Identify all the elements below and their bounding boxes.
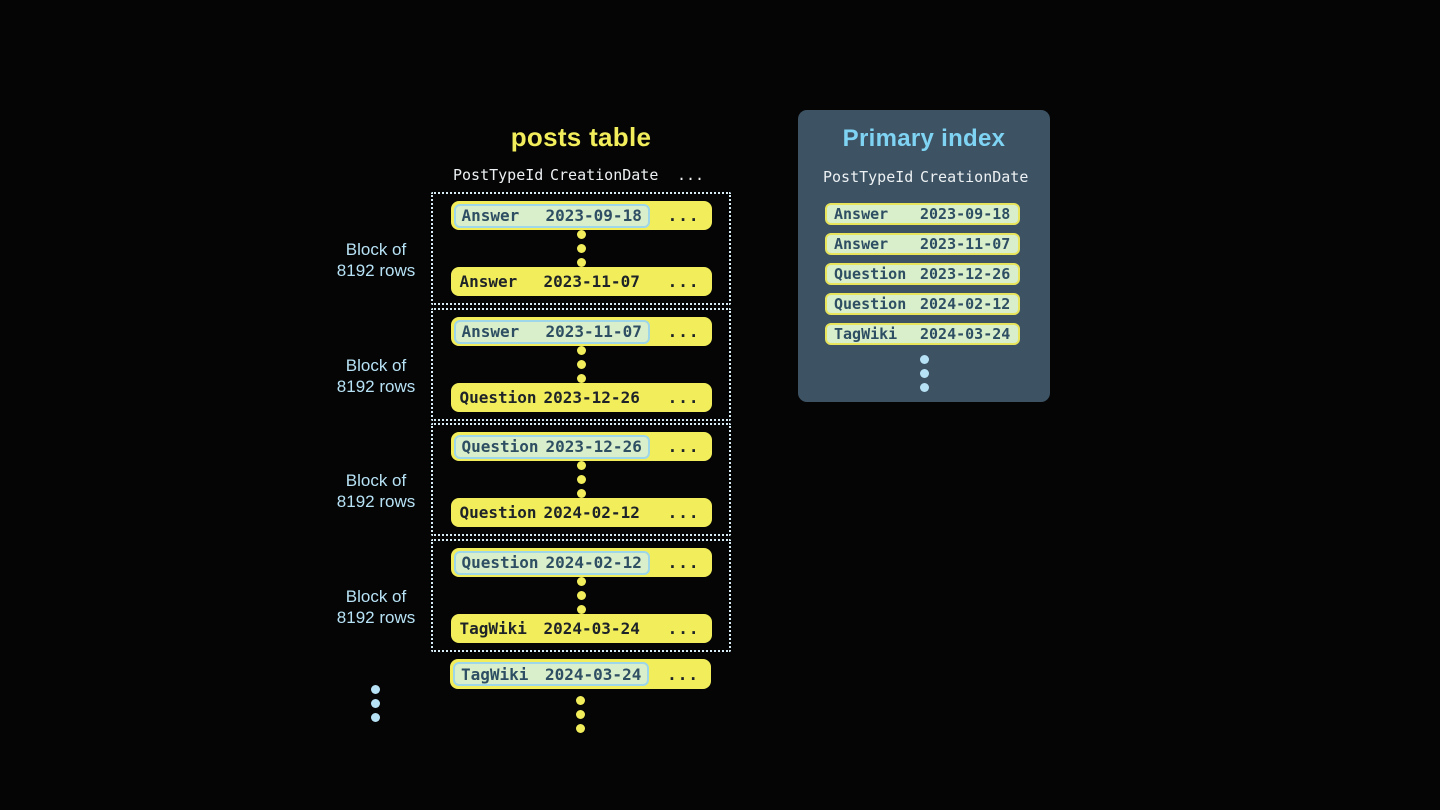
index-entry: Question 2023-12-26	[825, 263, 1020, 285]
row-cell: Question 2024-02-12	[460, 501, 640, 525]
row-ellipsis: ...	[667, 503, 700, 522]
post-type-value: TagWiki	[834, 325, 898, 343]
column-header-posttypeid: PostTypeId	[453, 166, 544, 184]
index-entry: Answer 2023-11-07	[825, 233, 1020, 255]
posts-table-column-headers: PostTypeId CreationDate ...	[431, 166, 731, 186]
creation-date-value: 2023-11-07	[545, 322, 642, 341]
primary-index-panel: Primary index PostTypeId CreationDate An…	[798, 110, 1050, 402]
posts-block-2: Answer 2023-11-07 ... Question 2023-12-2…	[431, 308, 731, 421]
row-cell: TagWiki 2024-03-24	[460, 617, 640, 641]
post-type-value: TagWiki	[459, 619, 527, 638]
posts-table-title: posts table	[510, 122, 652, 152]
row-ellipsis: ...	[667, 553, 700, 572]
creation-date-value: 2023-09-18	[545, 206, 642, 225]
index-entry: TagWiki 2024-03-24	[825, 323, 1020, 345]
post-type-value: Answer	[834, 235, 889, 253]
creation-date-value: 2023-12-26	[543, 388, 640, 407]
creation-date-value: 2023-11-07	[920, 235, 1011, 253]
row-ellipsis: ...	[667, 322, 700, 341]
index-entry: Question 2024-02-12	[825, 293, 1020, 315]
creation-date-value: 2024-02-12	[920, 295, 1011, 313]
table-row: Question 2024-02-12 ...	[450, 548, 712, 577]
creation-date-value: 2024-02-12	[543, 503, 640, 522]
creation-date-value: 2024-03-24	[920, 325, 1011, 343]
skipped-rows-dots	[576, 577, 586, 614]
creation-date-value: 2024-03-24	[545, 664, 642, 684]
row-ellipsis: ...	[667, 619, 700, 638]
indexed-row-highlight: Answer 2023-09-18	[453, 203, 650, 228]
posts-block-4: Question 2024-02-12 ... TagWiki 2024-03-…	[431, 539, 731, 652]
primary-index-title: Primary index	[842, 125, 1006, 152]
post-type-value: Answer	[834, 205, 889, 223]
creation-date-value: 2023-12-26	[545, 437, 642, 456]
more-blocks-dots	[371, 685, 380, 722]
creation-date-value: 2023-12-26	[920, 265, 1011, 283]
post-type-value: Question	[834, 295, 907, 313]
column-header-creationdate: CreationDate	[550, 166, 659, 184]
row-cell: Answer 2023-11-07	[460, 270, 640, 294]
table-row: TagWiki 2024-03-24 ...	[450, 614, 712, 643]
post-type-value: TagWiki	[461, 664, 529, 684]
table-row: Answer 2023-09-18 ...	[450, 201, 712, 230]
post-type-value: Answer	[461, 322, 520, 341]
creation-date-value: 2024-03-24	[543, 619, 640, 638]
row-ellipsis: ...	[667, 664, 699, 684]
indexed-row-highlight: TagWiki 2024-03-24	[453, 662, 650, 686]
indexed-row-highlight: Question 2023-12-26	[453, 434, 650, 459]
table-row: Question 2023-12-26 ...	[450, 432, 712, 461]
table-row-next-block: TagWiki 2024-03-24 ...	[450, 659, 711, 689]
row-ellipsis: ...	[667, 437, 700, 456]
post-type-value: Question	[461, 553, 539, 572]
column-header-posttypeid: PostTypeId	[823, 168, 914, 186]
posts-block-1: Answer 2023-09-18 ... Answer 2023-11-07 …	[431, 192, 731, 305]
post-type-value: Answer	[461, 206, 520, 225]
more-table-rows-dots	[576, 696, 585, 733]
post-type-value: Question	[459, 503, 537, 522]
table-row: Question 2023-12-26 ...	[450, 383, 712, 412]
table-row: Answer 2023-11-07 ...	[450, 317, 712, 346]
skipped-rows-dots	[576, 346, 586, 383]
table-row: Question 2024-02-12 ...	[450, 498, 712, 527]
creation-date-value: 2024-02-12	[545, 553, 642, 572]
post-type-value: Answer	[459, 272, 518, 291]
index-entry: Answer 2023-09-18	[825, 203, 1020, 225]
row-ellipsis: ...	[667, 388, 700, 407]
skipped-rows-dots	[576, 461, 586, 498]
creation-date-value: 2023-11-07	[543, 272, 640, 291]
posts-block-3: Question 2023-12-26 ... Question 2024-02…	[431, 423, 731, 536]
post-type-value: Question	[461, 437, 539, 456]
row-ellipsis: ...	[667, 272, 700, 291]
creation-date-value: 2023-09-18	[920, 205, 1011, 223]
row-ellipsis: ...	[667, 206, 700, 225]
row-cell: Question 2023-12-26	[460, 386, 640, 410]
indexed-row-highlight: Question 2024-02-12	[453, 550, 650, 575]
primary-index-column-headers: PostTypeId CreationDate	[798, 168, 1050, 186]
more-index-entries-dots	[798, 355, 1050, 392]
indexed-row-highlight: Answer 2023-11-07	[453, 319, 650, 344]
post-type-value: Question	[834, 265, 907, 283]
post-type-value: Question	[459, 388, 537, 407]
skipped-rows-dots	[576, 230, 586, 267]
column-header-creationdate: CreationDate	[920, 168, 1029, 186]
column-header-more: ...	[677, 166, 705, 184]
table-row: Answer 2023-11-07 ...	[450, 267, 712, 296]
